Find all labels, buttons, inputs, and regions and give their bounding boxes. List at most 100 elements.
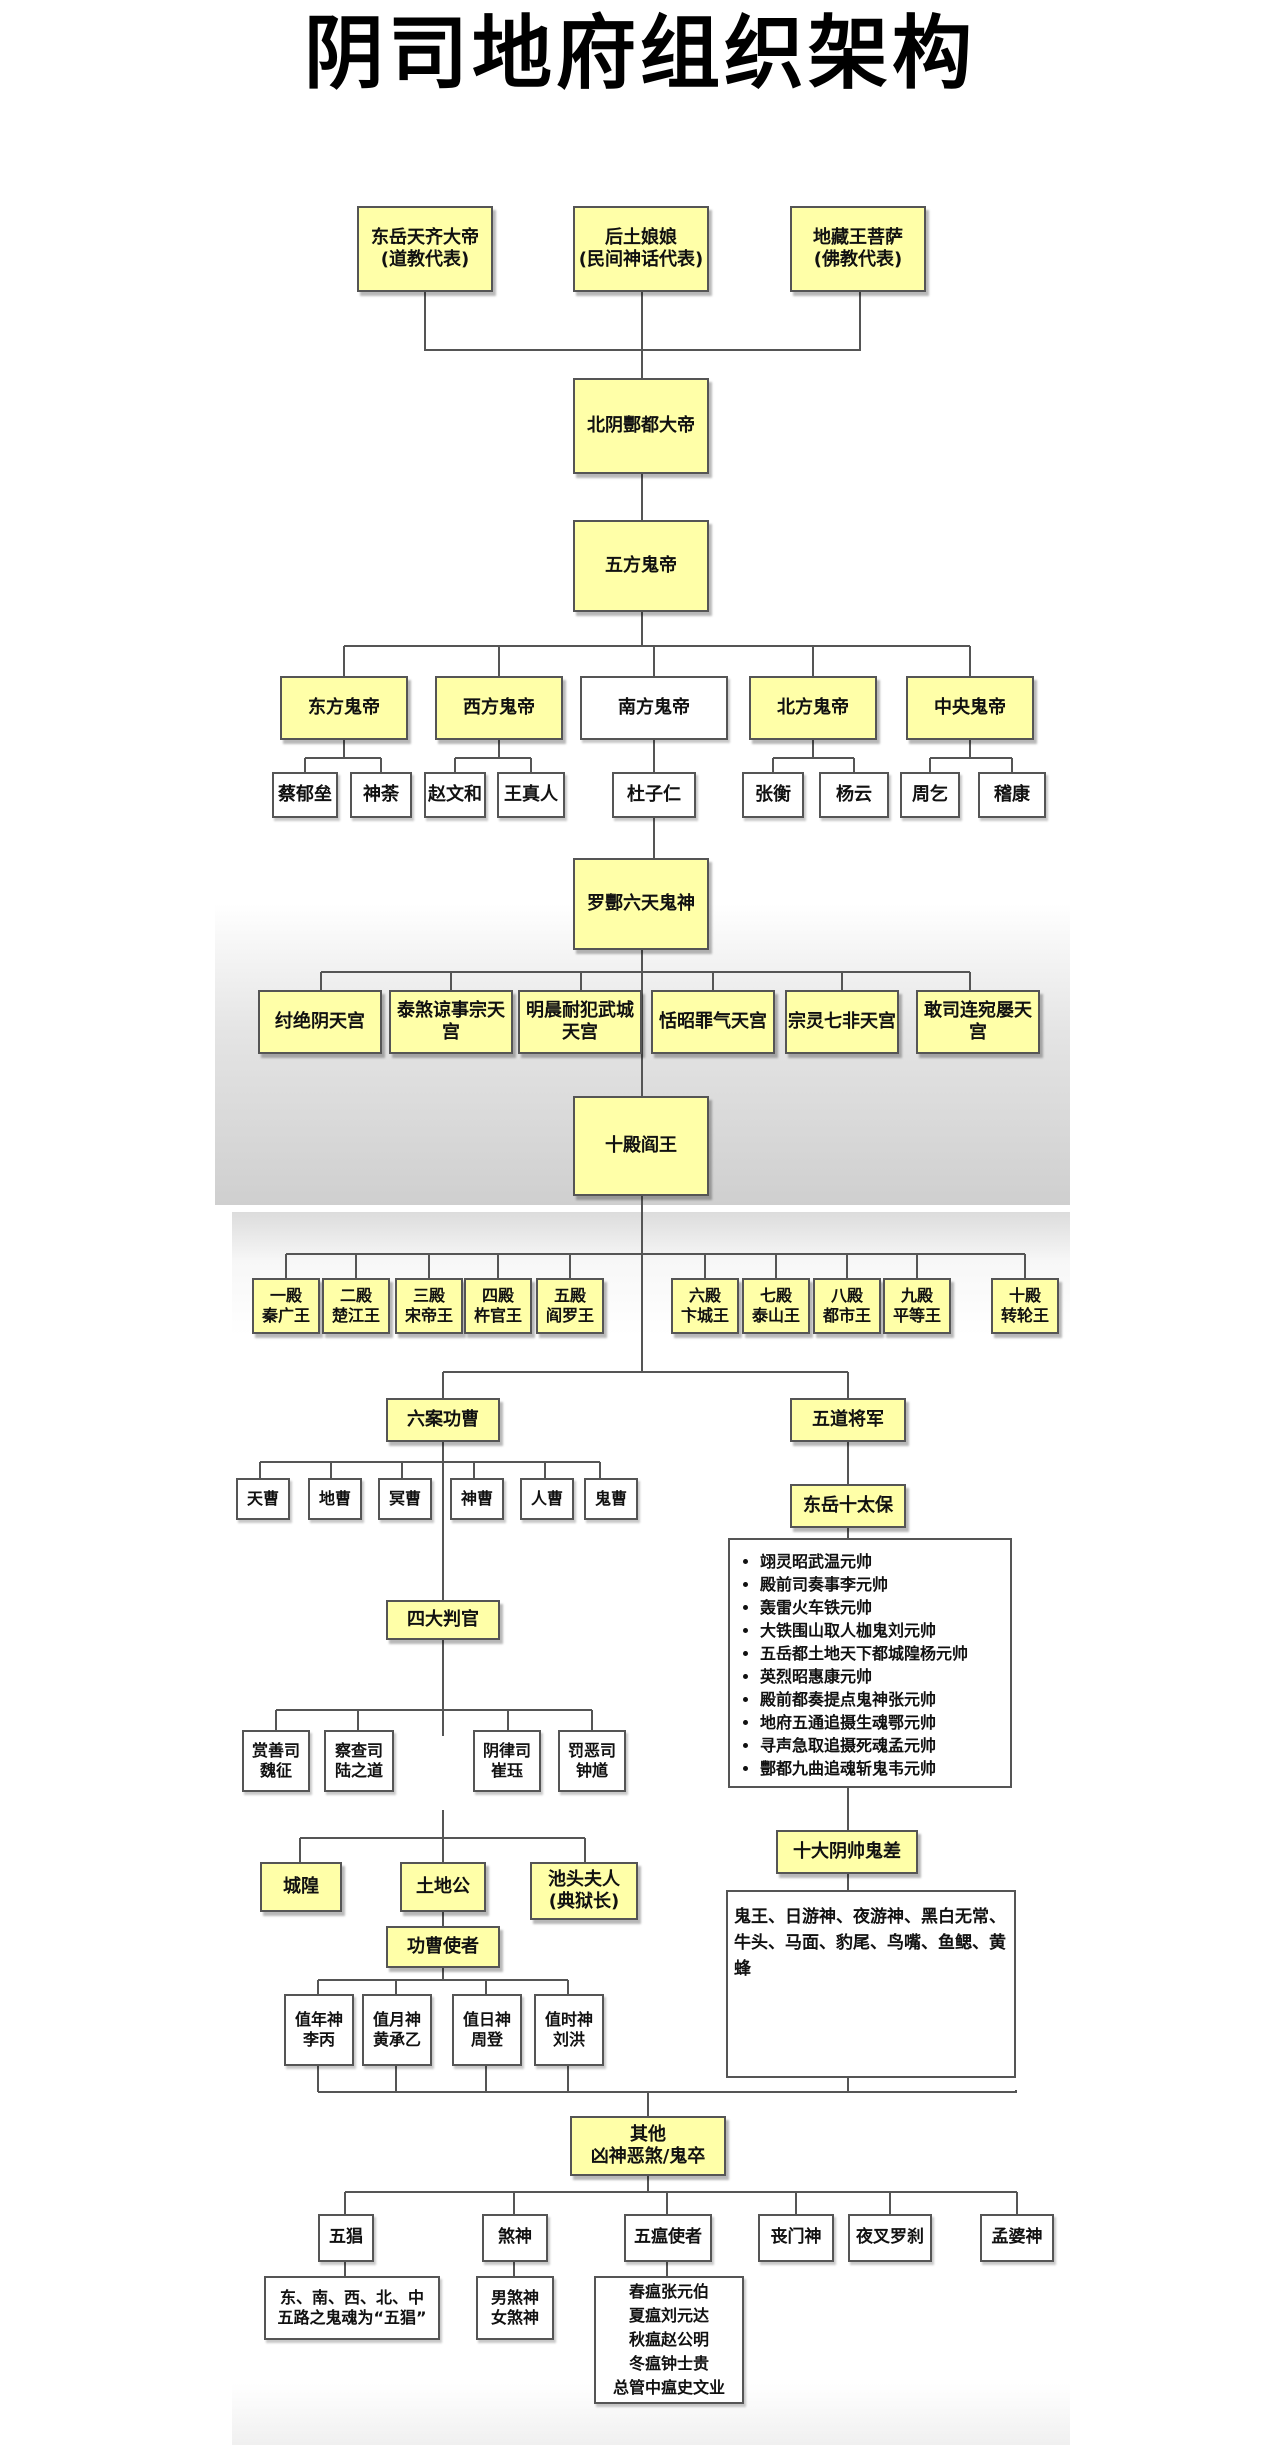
connector xyxy=(317,2066,569,2092)
node-king: 五殿阎罗王 xyxy=(536,1278,604,1334)
node-ghost-sub: 稽康 xyxy=(978,772,1046,818)
node-palace: 敢司连宛屡天宫 xyxy=(916,990,1040,1054)
node-palace: 宗灵七非天宫 xyxy=(785,990,899,1054)
taibao-item: 轰雷火车铁元帅 xyxy=(760,1596,1002,1619)
node-shashen: 煞神 xyxy=(482,2214,548,2262)
connector xyxy=(304,740,382,772)
node-office: 神曹 xyxy=(450,1478,504,1520)
connector xyxy=(275,1710,593,1730)
node-judge: 罚恶司钟馗 xyxy=(558,1730,626,1792)
node-king: 八殿都市王 xyxy=(813,1278,881,1334)
node-ghost-sub: 赵文和 xyxy=(424,772,486,818)
wuchang-desc: 东、南、西、北、中五路之鬼魂为“五猖” xyxy=(264,2276,440,2340)
node-judge: 阴律司崔珏 xyxy=(473,1730,541,1792)
taibao-item: 殿前司奏事李元帅 xyxy=(760,1573,1002,1596)
node-ghost-sub: 张衡 xyxy=(742,772,804,818)
node-king: 九殿平等王 xyxy=(883,1278,951,1334)
wuwen-desc: 春瘟张元伯 夏瘟刘元达 秋瘟赵公明 冬瘟钟士贵 总管中瘟史文业 xyxy=(594,2276,744,2404)
node-dongyue: 东岳天齐大帝 (道教代表) xyxy=(357,206,493,292)
node-office: 鬼曹 xyxy=(584,1478,638,1520)
taibao-item: 殿前都奏提点鬼神张元帅 xyxy=(760,1688,1002,1711)
node-ghost-emperor-west: 西方鬼帝 xyxy=(435,676,563,740)
node-ghost-emperor-north: 北方鬼帝 xyxy=(749,676,877,740)
node-houtu: 后土娘娘 (民间神话代表) xyxy=(573,206,709,292)
node-ghost-sub: 神荼 xyxy=(350,772,412,818)
node-shidian: 十殿阎王 xyxy=(573,1096,709,1196)
node-judge: 察查司陆之道 xyxy=(324,1730,394,1792)
taibao-item: 酆都九曲追魂斩鬼韦元帅 xyxy=(760,1757,1002,1780)
node-ghost-emperor-east: 东方鬼帝 xyxy=(280,676,408,740)
node-sida: 四大判官 xyxy=(386,1600,500,1640)
node-king: 二殿楚江王 xyxy=(322,1278,390,1334)
node-king: 一殿秦广王 xyxy=(252,1278,320,1334)
node-palace: 纣绝阴天宫 xyxy=(258,990,382,1054)
node-day-god: 值日神周登 xyxy=(452,1994,522,2066)
node-gongcao: 功曹使者 xyxy=(386,1926,500,1968)
node-king: 三殿宋帝王 xyxy=(395,1278,463,1334)
node-ghost-emperor-south: 南方鬼帝 xyxy=(580,676,728,740)
connector xyxy=(929,740,1013,772)
node-ghost-sub: 蔡郁垒 xyxy=(272,772,338,818)
node-day-god: 值时神刘洪 xyxy=(534,1994,604,2066)
shida-text: 鬼王、日游神、夜游神、黑白无常、牛头、马面、豹尾、鸟嘴、鱼鳃、黄蜂 xyxy=(726,1890,1016,2078)
connector xyxy=(285,1254,1026,1278)
connector xyxy=(442,1372,849,1398)
node-ghost-sub: 王真人 xyxy=(497,772,565,818)
node-ghost-emperor-center: 中央鬼帝 xyxy=(906,676,1034,740)
node-other: 其他凶神恶煞/鬼卒 xyxy=(570,2116,726,2176)
node-office: 天曹 xyxy=(236,1478,290,1520)
taibao-items: 翊灵昭武温元帅殿前司奏事李元帅轰雷火车铁元帅大铁围山取人枷鬼刘元帅五岳都土地天下… xyxy=(742,1550,1002,1780)
taibao-item: 寻声急取追摄死魂孟元帅 xyxy=(760,1734,1002,1757)
node-palace: 泰煞谅事宗天宫 xyxy=(389,990,513,1054)
node-wufang: 五方鬼帝 xyxy=(573,520,709,612)
node-day-god: 值年神李丙 xyxy=(284,1994,354,2066)
connector xyxy=(343,646,971,676)
node-wuchang: 五猖 xyxy=(318,2214,374,2262)
node-mengpo: 孟婆神 xyxy=(980,2214,1054,2262)
node-office: 地曹 xyxy=(308,1478,362,1520)
node-beiyin: 北阴酆都大帝 xyxy=(573,378,709,474)
shashen-desc: 男煞神女煞神 xyxy=(476,2276,554,2340)
node-office: 冥曹 xyxy=(378,1478,432,1520)
node-ghost-sub: 周乞 xyxy=(900,772,960,818)
taibao-item: 翊灵昭武温元帅 xyxy=(760,1550,1002,1573)
node-ghost-sub: 杨云 xyxy=(819,772,889,818)
connector xyxy=(772,740,855,772)
node-chitou: 池头夫人(典狱长) xyxy=(530,1862,638,1920)
node-palace: 明晨耐犯武城天宫 xyxy=(518,990,642,1054)
node-king: 六殿卞城王 xyxy=(671,1278,739,1334)
node-tudi: 土地公 xyxy=(400,1862,486,1912)
node-office: 人曹 xyxy=(520,1478,574,1520)
node-sangmen: 丧门神 xyxy=(758,2214,834,2262)
taibao-item: 大铁围山取人枷鬼刘元帅 xyxy=(760,1619,1002,1642)
node-day-god: 值月神黄承乙 xyxy=(362,1994,432,2066)
node-luofeng: 罗酆六天鬼神 xyxy=(573,858,709,950)
node-chenghuang: 城隍 xyxy=(260,1862,342,1912)
node-dongyue-taibao: 东岳十太保 xyxy=(790,1484,906,1528)
node-wudao: 五道将军 xyxy=(790,1398,906,1442)
connector xyxy=(318,2090,1017,2093)
node-king: 十殿转轮王 xyxy=(991,1278,1059,1334)
taibao-list: 翊灵昭武温元帅殿前司奏事李元帅轰雷火车铁元帅大铁围山取人枷鬼刘元帅五岳都土地天下… xyxy=(728,1538,1012,1788)
node-liuan: 六案功曹 xyxy=(386,1398,500,1442)
connector xyxy=(299,1838,586,1862)
taibao-item: 五岳都土地天下都城隍杨元帅 xyxy=(760,1642,1002,1665)
node-dizang: 地藏王菩萨 (佛教代表) xyxy=(790,206,926,292)
connector xyxy=(344,2192,1018,2214)
page-title: 阴司地府组织架构 xyxy=(304,7,976,100)
connector xyxy=(454,740,532,772)
connector xyxy=(320,972,971,990)
node-wuwen: 五瘟使者 xyxy=(624,2214,712,2262)
node-ghost-sub: 杜子仁 xyxy=(612,772,696,818)
node-palace: 恬昭罪气天宫 xyxy=(651,990,775,1054)
taibao-item: 地府五通追摄生魂鄂元帅 xyxy=(760,1711,1002,1734)
node-shida: 十大阴帅鬼差 xyxy=(776,1830,918,1874)
node-king: 七殿泰山王 xyxy=(742,1278,810,1334)
connector xyxy=(317,1980,569,1994)
node-judge: 赏善司魏征 xyxy=(242,1730,310,1792)
taibao-item: 英烈昭惠康元帅 xyxy=(760,1665,1002,1688)
node-yecha: 夜叉罗刹 xyxy=(848,2214,932,2262)
node-king: 四殿杵官王 xyxy=(464,1278,532,1334)
connector xyxy=(259,1462,601,1478)
